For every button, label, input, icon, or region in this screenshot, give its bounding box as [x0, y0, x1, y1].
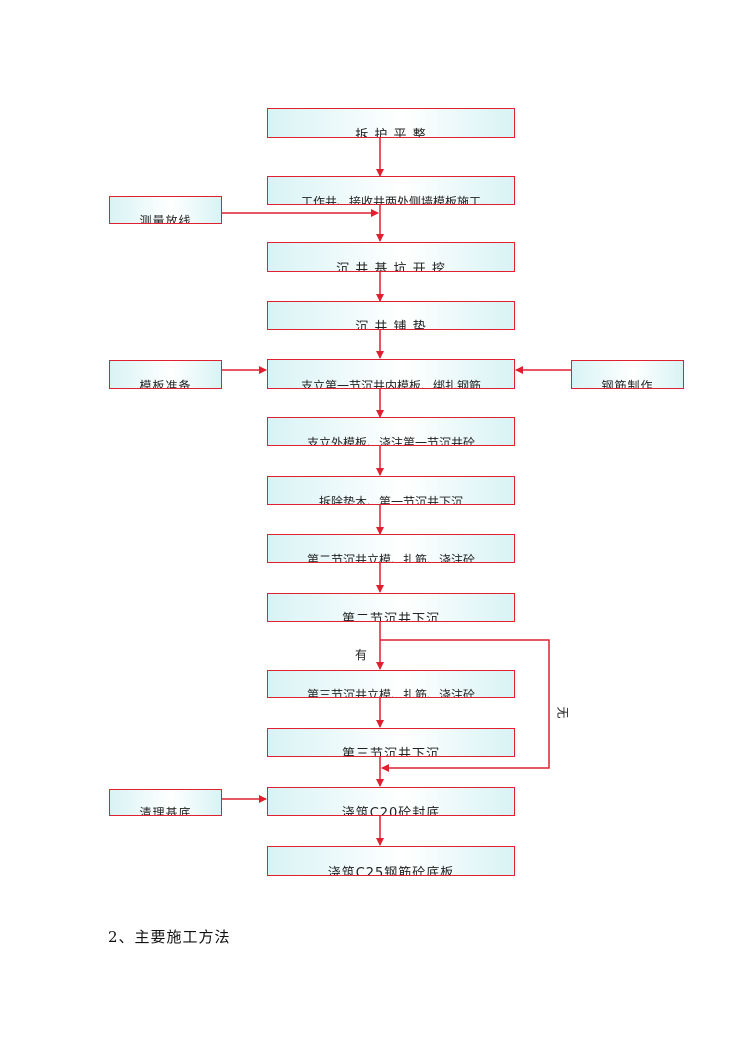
rebar-fab-label: 钢筋制作 — [601, 379, 654, 389]
step-9-label: 第二节沉井下沉 — [341, 612, 440, 622]
step-11-box: 第三节沉井下沉 — [267, 728, 515, 757]
step-12-box: 浇筑C20砼封底 — [267, 787, 515, 816]
step-3-box: 沉 井 基 坑 开 挖 — [267, 242, 515, 272]
clean-base-box: 清理基底 — [109, 789, 222, 816]
step-8-box: 第二节沉井立模、扎筋、浇注砼 — [267, 534, 515, 563]
step-3-label: 沉 井 基 坑 开 挖 — [336, 262, 446, 272]
step-4-label: 沉 井 铺 垫 — [355, 320, 427, 330]
step-10-label: 第三节沉井立模、扎筋、浇注砼 — [306, 688, 475, 698]
survey-label: 测量放线 — [139, 214, 192, 224]
step-10-box: 第三节沉井立模、扎筋、浇注砼 — [267, 670, 515, 698]
clean-base-label: 清理基底 — [139, 806, 192, 816]
step-2-label: 工作井、接收井两处侧墙模板施工 — [300, 195, 481, 205]
step-8-label: 第二节沉井立模、扎筋、浇注砼 — [306, 553, 475, 563]
step-7-box: 拆除垫木、第一节沉井下沉 — [267, 476, 515, 505]
step-13-label: 浇筑C25钢筋砼底板 — [327, 866, 455, 876]
step-5-box: 支立第一节沉井内模板、绑扎钢筋 — [267, 359, 515, 389]
step-1-label: 拆 护 平 整 — [355, 128, 427, 138]
step-9-box: 第二节沉井下沉 — [267, 593, 515, 622]
section-heading: 2、主要施工方法 — [108, 928, 231, 946]
step-13-box: 浇筑C25钢筋砼底板 — [267, 846, 515, 876]
step-4-box: 沉 井 铺 垫 — [267, 301, 515, 330]
step-7-label: 拆除垫木、第一节沉井下沉 — [318, 495, 463, 505]
bypass-line — [380, 639, 550, 772]
rebar-fab-box: 钢筋制作 — [571, 360, 684, 389]
step-11-label: 第三节沉井下沉 — [341, 747, 440, 757]
step-12-label: 浇筑C20砼封底 — [341, 806, 441, 816]
step-1-box: 拆 护 平 整 — [267, 108, 515, 138]
survey-box: 测量放线 — [109, 196, 222, 224]
formwork-prep-label: 模板准备 — [139, 379, 192, 389]
branch-no-label: 无 — [555, 706, 570, 719]
formwork-prep-box: 模板准备 — [109, 360, 222, 389]
step-5-label: 支立第一节沉井内模板、绑扎钢筋 — [300, 379, 481, 389]
branch-yes-label: 有 — [355, 648, 368, 662]
step-6-label: 支立外模板、浇注第一节沉井砼 — [306, 436, 475, 446]
step-6-box: 支立外模板、浇注第一节沉井砼 — [267, 417, 515, 446]
step-2-box: 工作井、接收井两处侧墙模板施工 — [267, 176, 515, 205]
